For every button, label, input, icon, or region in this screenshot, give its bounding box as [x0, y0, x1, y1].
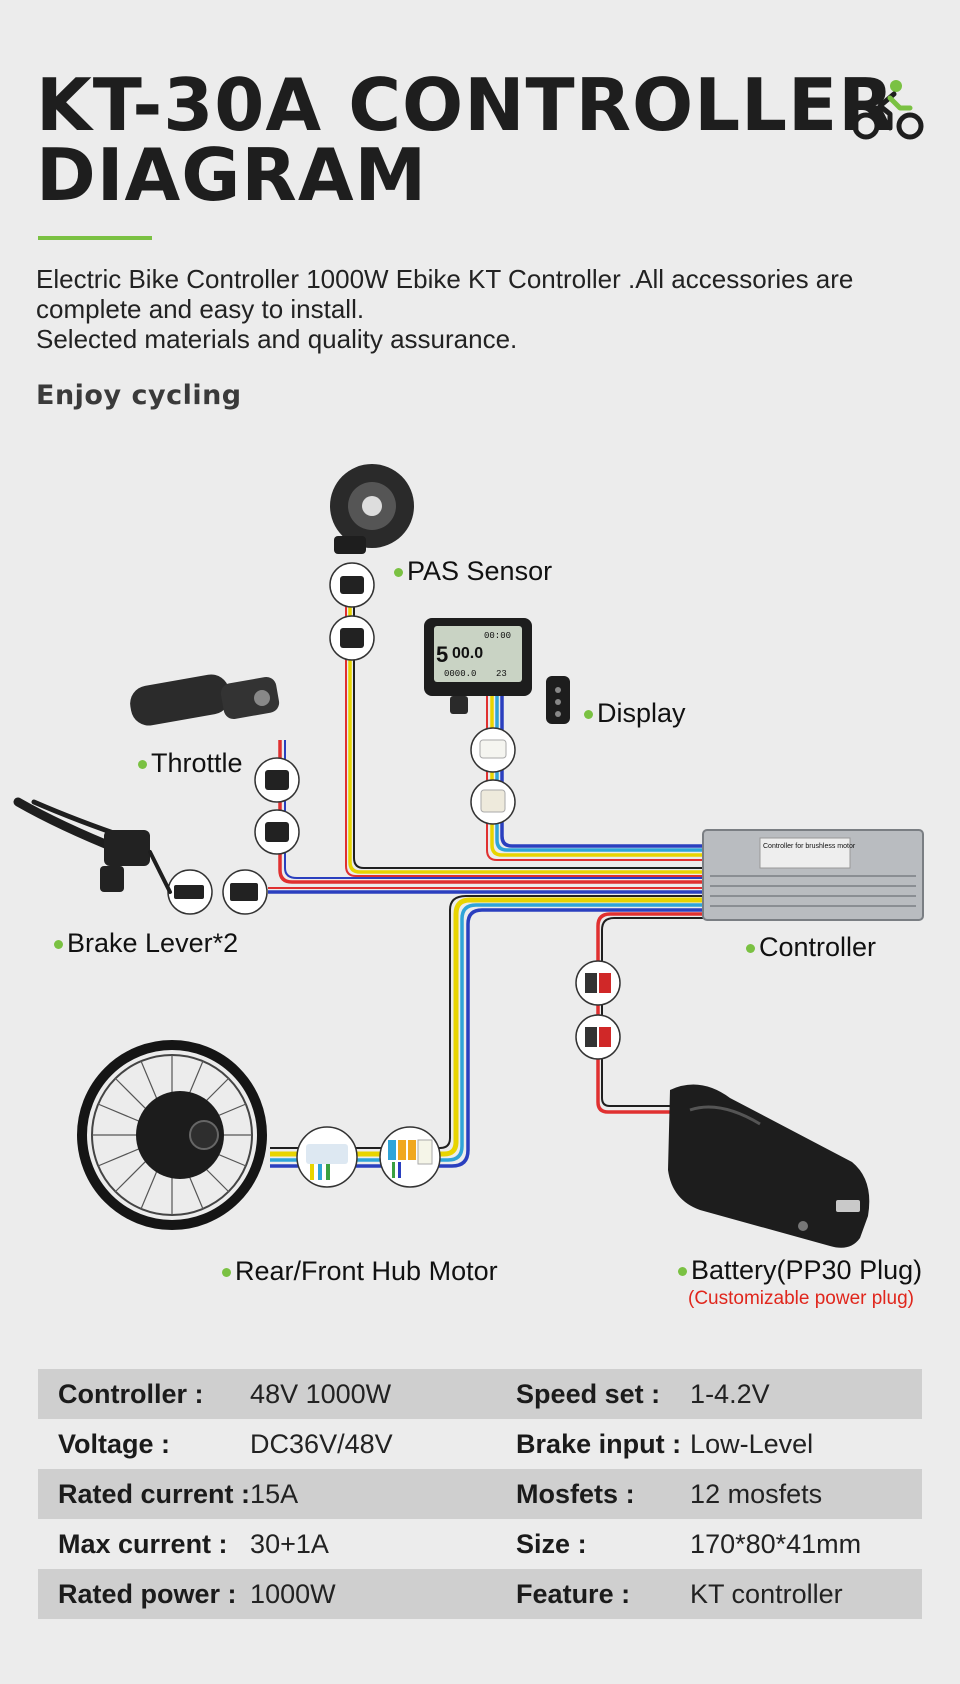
spec-value: DC36V/48V	[250, 1428, 393, 1459]
label-throttle-text: Throttle	[151, 748, 243, 778]
label-hub-motor-text: Rear/Front Hub Motor	[235, 1256, 498, 1286]
pas-wire	[345, 570, 705, 877]
title-line-2: DIAGRAM	[36, 133, 428, 217]
spec-row: Max current : 30+1A Size : 170*80*41mm	[38, 1519, 922, 1569]
connector-icon	[329, 615, 375, 661]
spec-key: Controller :	[58, 1378, 204, 1409]
spec-key: Rated power :	[58, 1578, 237, 1609]
spec-value: 15A	[250, 1478, 299, 1509]
tagline: Enjoy cycling	[36, 380, 242, 411]
connector-icon	[575, 1014, 621, 1060]
label-controller: Controller	[746, 932, 876, 963]
display-wire	[486, 680, 705, 861]
label-brake-lever-text: Brake Lever*2	[67, 928, 239, 958]
connector-icon	[254, 809, 300, 855]
spec-table-body: Controller : 48V 1000W Speed set : 1-4.2V Vo…	[38, 1369, 922, 1619]
throttle-icon	[130, 674, 280, 726]
connector-icon	[379, 1126, 441, 1188]
description-line: complete and easy to install.	[36, 294, 365, 324]
connectors	[167, 562, 621, 1188]
bullet-dot	[222, 1268, 231, 1278]
label-pas-sensor-text: PAS Sensor	[407, 556, 553, 586]
display-clock: 00:00	[484, 631, 511, 641]
throttle-wire	[278, 740, 705, 884]
spec-row: Controller : 48V 1000W Speed set : 1-4.2V	[38, 1369, 922, 1419]
connector-icon	[575, 960, 621, 1006]
pas-sensor-icon	[330, 464, 414, 554]
spec-row: Voltage : DC36V/48V Brake input : Low-Level	[38, 1419, 922, 1469]
spec-row: Rated power : 1000W Feature : KT controller	[38, 1569, 922, 1619]
spec-table: Controller : 48V 1000W Speed set : 1-4.2V Vo…	[38, 1369, 922, 1619]
spec-value: 48V 1000W	[250, 1378, 392, 1409]
bullet-dot	[584, 710, 593, 720]
controller-plate-text: Controller for brushless motor	[763, 843, 856, 850]
bullet-dot	[54, 940, 63, 950]
connector-icon	[470, 779, 516, 825]
display-odo: 0000.0	[444, 669, 476, 679]
spec-value: 1-4.2V	[690, 1378, 770, 1409]
wiring-diagram: 5 00.0 00:00 0000.0 23 Controll	[0, 440, 960, 1340]
connector-icon	[222, 869, 268, 915]
brake-wire	[268, 887, 705, 894]
description-line: Electric Bike Controller 1000W Ebike KT …	[36, 264, 854, 294]
hub-motor-wheel-icon	[77, 1040, 267, 1230]
bullet-dot	[678, 1267, 687, 1277]
motor-wire	[270, 895, 705, 1168]
description-line: Selected materials and quality assurance…	[36, 324, 518, 354]
spec-value: 1000W	[250, 1578, 336, 1609]
connector-icon	[470, 727, 516, 773]
bullet-dot	[138, 760, 147, 770]
spec-value: KT controller	[690, 1578, 843, 1609]
page-title: KT-30A CONTROLLER DIAGRAM	[36, 63, 895, 217]
wiring-svg: 5 00.0 00:00 0000.0 23 Controll	[13, 464, 924, 1248]
label-pas-sensor: PAS Sensor	[394, 556, 552, 587]
display-temp: 23	[496, 669, 507, 679]
spec-value: Low-Level	[690, 1428, 814, 1459]
display-digit-main: 00.0	[452, 645, 483, 662]
battery-pack-icon	[668, 1084, 870, 1248]
connector-icon	[167, 869, 213, 915]
spec-row: Rated current :15A Mosfets : 12 mosfets	[38, 1469, 922, 1519]
spec-key: Voltage :	[58, 1428, 171, 1459]
brake-lever-icon	[13, 797, 172, 894]
spec-key: Max current :	[58, 1528, 228, 1559]
spec-value: 170*80*41mm	[690, 1528, 862, 1559]
label-battery-text: Battery(PP30 Plug)	[691, 1255, 923, 1285]
label-throttle: Throttle	[138, 748, 243, 779]
connector-icon	[254, 757, 300, 803]
description: Electric Bike Controller 1000W Ebike KT …	[36, 264, 936, 354]
spec-key: Mosfets :	[516, 1478, 635, 1509]
display-unit-icon: 5 00.0 00:00 0000.0 23	[424, 618, 570, 724]
spec-key: Speed set :	[516, 1378, 661, 1409]
title-accent-line	[38, 236, 152, 240]
cyclist-icon	[852, 80, 924, 140]
label-brake-lever: Brake Lever*2	[54, 928, 238, 959]
spec-key: Size :	[516, 1528, 587, 1559]
battery-wire	[596, 912, 705, 1114]
spec-value: 30+1A	[250, 1528, 329, 1559]
label-battery-note: (Customizable power plug)	[688, 1288, 914, 1309]
spec-key: Rated current :	[58, 1478, 251, 1509]
spec-value: 12 mosfets	[690, 1478, 823, 1509]
label-battery: Battery(PP30 Plug)	[678, 1255, 922, 1286]
label-hub-motor: Rear/Front Hub Motor	[222, 1256, 498, 1287]
title-line-1: KT-30A CONTROLLER	[36, 63, 895, 147]
label-controller-text: Controller	[759, 932, 877, 962]
controller-box-icon: Controller for brushless motor	[702, 829, 924, 921]
label-display-text: Display	[597, 698, 686, 728]
display-digit-left: 5	[436, 642, 448, 667]
bullet-dot	[394, 568, 403, 578]
connector-icon	[296, 1126, 358, 1188]
bullet-dot	[746, 944, 755, 954]
spec-key: Brake input :	[516, 1428, 682, 1459]
connector-icon	[329, 562, 375, 608]
spec-key: Feature :	[516, 1578, 631, 1609]
label-display: Display	[584, 698, 686, 729]
